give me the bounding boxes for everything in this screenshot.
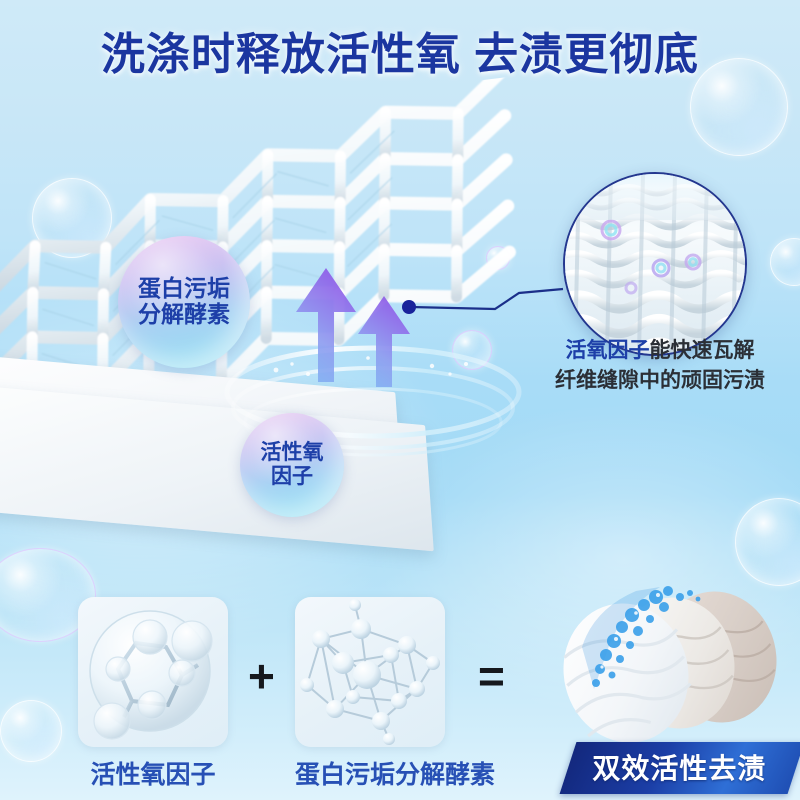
oxygen-molecule-icon — [89, 610, 213, 740]
result-banner-label: 双效活性去渍 — [592, 753, 767, 784]
label-bubble-enzyme: 蛋白污垢 分解酵素 — [118, 236, 250, 368]
enzyme-caption: 蛋白污垢分解酵素 — [295, 761, 496, 789]
oxygen-bubble-line2: 因子 — [271, 465, 313, 488]
background-bubble — [770, 238, 800, 286]
description-line-2: 纤维缝隙中的顽固污渍 — [555, 368, 765, 392]
fabric-weave-closeup — [565, 174, 745, 354]
description-text: 活氧因子能快速瓦解 纤维缝隙中的顽固污渍 — [520, 336, 800, 396]
energy-swirl-ring — [224, 345, 522, 457]
enzyme-bubble-line2: 分解酵素 — [138, 301, 230, 327]
enzyme-network-icon — [300, 599, 440, 745]
page-title: 洗涤时释放活性氧 去渍更彻底 — [100, 30, 700, 79]
oxygen-bubble-line1: 活性氧 — [260, 441, 324, 465]
magnifier-circle — [563, 172, 747, 356]
formula-item-oxygen: 活性氧因子 — [78, 597, 228, 791]
oxygen-molecule-thumbnail — [78, 597, 228, 747]
formula-row: 活性氧因子 + — [0, 585, 800, 800]
oxygen-caption: 活性氧因子 — [90, 761, 216, 789]
formula-item-result — [540, 585, 790, 755]
enzyme-bubble-line1: 蛋白污垢 — [138, 275, 230, 302]
header: 洗涤时释放活性氧 去渍更彻底 — [0, 18, 800, 82]
magnifier-connector-line — [402, 287, 564, 314]
formula-item-enzyme: 蛋白污垢分解酵素 — [295, 597, 495, 791]
plus-operator: + — [248, 650, 275, 702]
description-highlight: 活氧因子 — [565, 339, 650, 362]
fabric-discs-icon — [563, 586, 777, 743]
description-line-1: 活氧因子能快速瓦解 — [520, 336, 800, 366]
background-bubble — [735, 498, 800, 586]
upward-arrows-icon — [296, 268, 410, 387]
clean-fabric-discs-illustration — [540, 585, 790, 755]
label-bubble-oxygen: 活性氧 因子 — [240, 413, 344, 517]
equals-operator: = — [478, 650, 505, 702]
result-banner: 双效活性去渍 — [559, 742, 800, 794]
description-line1-rest: 能快速瓦解 — [649, 339, 755, 362]
enzyme-network-thumbnail — [295, 597, 445, 747]
